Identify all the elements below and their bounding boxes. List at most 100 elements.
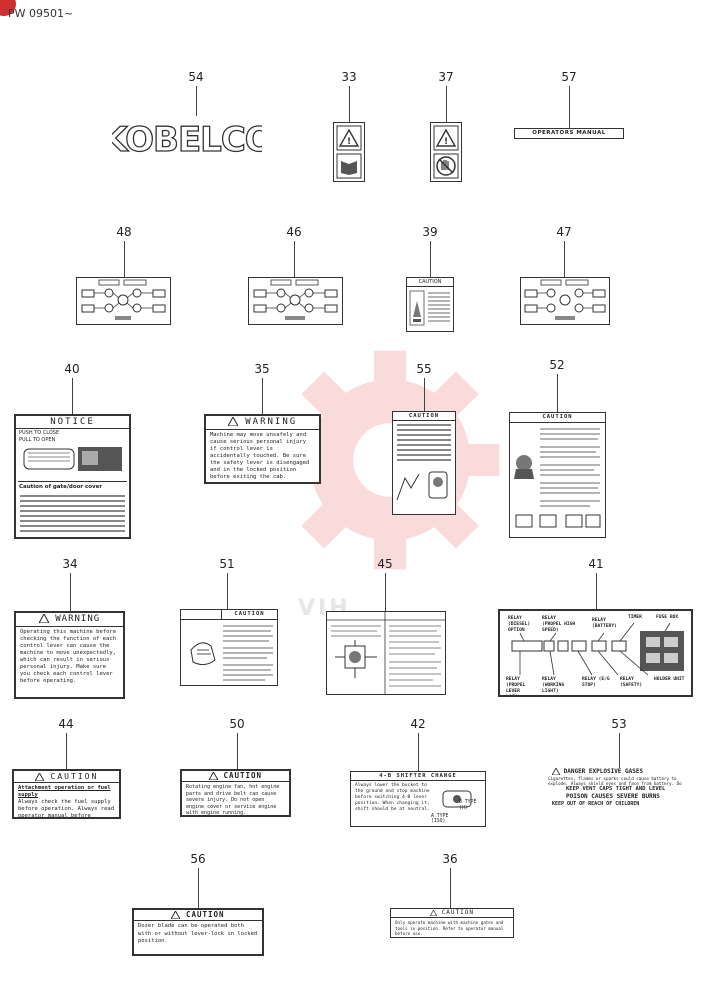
leader-36 xyxy=(450,868,451,908)
relay-working-label: RELAY (WORKING LIGHT) xyxy=(542,677,565,694)
label-55: 55 xyxy=(416,362,432,376)
leader-45 xyxy=(385,573,386,611)
leader-35 xyxy=(262,378,263,414)
page-ref: PW 09501~ xyxy=(8,7,74,20)
decal-44-text: Always check the fuel supply before oper… xyxy=(18,799,115,819)
decal-35-title: WARNING xyxy=(245,417,298,427)
svg-text:!: ! xyxy=(347,137,351,147)
label-42: 42 xyxy=(410,717,426,731)
label-36: 36 xyxy=(442,852,458,866)
label-54: 54 xyxy=(188,70,204,84)
push-close: PUSH TO CLOSE xyxy=(19,430,60,436)
decal-34-title: WARNING xyxy=(55,614,101,624)
decal-52-title: CAUTION xyxy=(510,413,605,423)
warning-triangle-icon xyxy=(37,613,50,624)
decal-50-text: Rotating engine fan, hot engine parts an… xyxy=(186,784,280,816)
decal-51-caution: CAUTION xyxy=(180,609,278,686)
leader-37 xyxy=(446,86,447,122)
label-56: 56 xyxy=(190,852,206,866)
caution-triangle-icon xyxy=(170,910,182,920)
decal-50-title: CAUTION xyxy=(223,771,263,780)
leader-47 xyxy=(564,241,565,277)
danger-triangle-icon xyxy=(551,768,561,776)
decal-55-title: CAUTION xyxy=(393,412,455,421)
shifter-illustration xyxy=(442,790,472,808)
decal-39-title: CAUTION xyxy=(407,278,453,287)
leader-34 xyxy=(70,573,71,611)
decal-53-foot: KEEP OUT OF REACH OF CHILDREN xyxy=(552,801,640,807)
kobelco-logo-decal: KOBELCO xyxy=(101,118,275,160)
label-37: 37 xyxy=(438,70,454,84)
decal-39-caution: CAUTION xyxy=(406,277,454,332)
label-50: 50 xyxy=(229,717,245,731)
decal-47-diagram xyxy=(520,277,610,325)
decal-50-caution: CAUTION Rotating engine fan, hot engine … xyxy=(180,769,291,817)
decal-56-caution: CAUTION Dozer blade can be operated both… xyxy=(132,908,264,956)
decal-44-caution: CAUTION Attachment operation or fuel sup… xyxy=(12,769,121,819)
decal-51-body xyxy=(190,625,273,681)
label-44: 44 xyxy=(58,717,74,731)
label-39: 39 xyxy=(422,225,438,239)
decal-57-storage-label: OPERATORS MANUAL STORAGE xyxy=(514,128,624,139)
leader-54 xyxy=(196,86,197,116)
fuse-relay-diagram xyxy=(511,622,684,676)
relay-propel-lock-label: RELAY (PROPEL LEVER LOCK) xyxy=(506,677,526,694)
decal-53-poison: POISON CAUSES SEVERE BURNS xyxy=(566,793,660,800)
decal-33-warning-book: ! xyxy=(333,122,365,182)
engine-cover-illustration xyxy=(23,447,122,471)
decal-52-body xyxy=(514,428,601,528)
caution-gate-heading: Caution of gate/door cover xyxy=(19,484,103,490)
decal-40-notice: NOTICE PUSH TO CLOSE PULL TO OPEN Cautio… xyxy=(14,414,131,539)
leader-52 xyxy=(557,374,558,412)
decal-42-text: Always lower the bucket to the ground an… xyxy=(355,783,430,812)
label-35: 35 xyxy=(254,362,270,376)
caution-triangle-icon xyxy=(34,771,45,781)
decal-36-text: Only operate machine with machine gates … xyxy=(395,920,504,936)
label-33: 33 xyxy=(341,70,357,84)
label-52: 52 xyxy=(549,358,565,372)
decal-56-text: Dozer blade can be operated both with or… xyxy=(138,923,258,944)
leader-39 xyxy=(430,241,431,277)
warning-triangle-icon xyxy=(226,416,239,427)
decal-35-warning: WARNING Machine may move unsafely and ca… xyxy=(204,414,321,484)
leader-42 xyxy=(418,733,419,771)
label-47: 47 xyxy=(556,225,572,239)
leader-46 xyxy=(294,241,295,277)
decal-42-type-b: B TYPE (H) xyxy=(459,800,477,811)
decal-37-warning-hand: ! xyxy=(430,122,462,182)
caution-triangle-icon xyxy=(429,909,438,916)
label-48: 48 xyxy=(116,225,132,239)
decal-41-fuse-relay-layout: RELAY (DIESEL) OPTION RELAY (PROPEL HIGH… xyxy=(498,609,693,697)
decal-53-danger: DANGER EXPLOSIVE GASES Cigarettes, flame… xyxy=(546,768,692,818)
decal-48-diagram xyxy=(76,277,171,325)
label-53: 53 xyxy=(611,717,627,731)
decal-44-title: CAUTION xyxy=(50,772,99,781)
label-41: 41 xyxy=(588,557,604,571)
label-40: 40 xyxy=(64,362,80,376)
decal-36-caution: CAUTION Only operate machine with machin… xyxy=(390,908,514,938)
leader-55 xyxy=(424,378,425,411)
decal-53-title: DANGER EXPLOSIVE GASES xyxy=(563,768,644,775)
notice-title: NOTICE xyxy=(16,416,129,429)
leader-57 xyxy=(569,86,570,128)
label-51: 51 xyxy=(219,557,235,571)
leader-33 xyxy=(349,86,350,122)
leader-41 xyxy=(596,573,597,609)
decal-52-caution: CAUTION xyxy=(509,412,606,538)
kobelco-logo-text: KOBELCO xyxy=(112,120,262,160)
svg-text:!: ! xyxy=(444,137,448,147)
decal-45-diagram xyxy=(326,611,446,695)
relay-safety-label: RELAY (SAFETY) xyxy=(620,677,643,688)
decal-53-keep: KEEP VENT CAPS TIGHT AND LEVEL xyxy=(566,786,666,792)
storage-label-text: OPERATORS MANUAL STORAGE xyxy=(532,130,606,136)
decal-53-text: Cigarettes, flames or sparks could cause… xyxy=(548,776,682,786)
decal-44-heading: Attachment operation or fuel supply xyxy=(18,785,111,798)
relay-diesel-label: RELAY (DIESEL) OPTION xyxy=(508,616,531,633)
decal-42-title: 4-B SHIFTER CHANGE xyxy=(351,772,485,781)
corner-badge xyxy=(0,0,16,16)
label-45: 45 xyxy=(377,557,393,571)
relay-es-label: RELAY (E/G STOP) xyxy=(582,677,610,688)
relay-propel-high-label: RELAY (PROPEL HIGH SPEED) xyxy=(542,616,576,633)
decal-34-warning: WARNING Operating this machine before ch… xyxy=(14,611,125,699)
leader-56 xyxy=(198,868,199,908)
